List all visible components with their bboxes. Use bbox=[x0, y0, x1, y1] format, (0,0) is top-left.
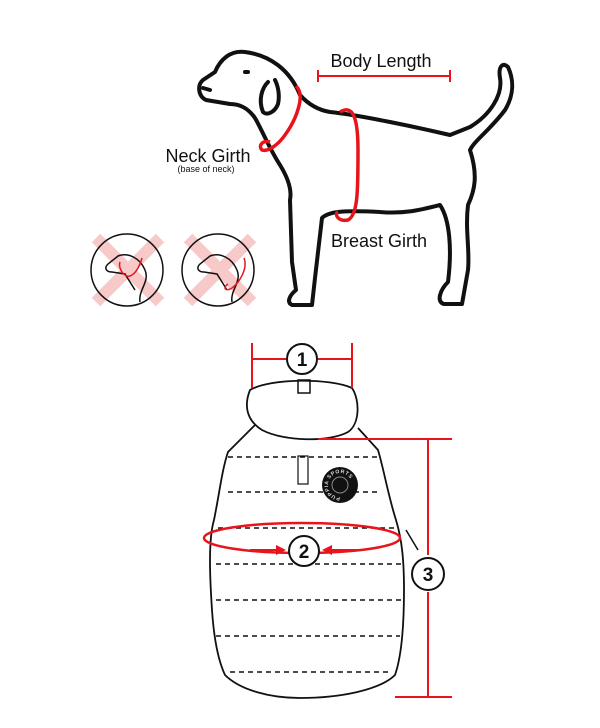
neck-girth-note: (base of neck) bbox=[177, 164, 234, 174]
marker-1: 1 bbox=[286, 343, 318, 375]
wrong-measure-example-1 bbox=[90, 233, 165, 307]
marker-2: 2 bbox=[288, 535, 320, 567]
marker-3: 3 bbox=[411, 557, 445, 591]
svg-text:1: 1 bbox=[297, 350, 308, 371]
breast-girth-measure bbox=[334, 108, 360, 223]
brand-badge-logo: PUPPIA SPORTS bbox=[322, 467, 358, 503]
svg-text:3: 3 bbox=[423, 565, 434, 586]
neck-width-measure bbox=[251, 343, 353, 388]
dog-outline-illustration bbox=[197, 49, 515, 307]
breast-girth-label: Breast Girth bbox=[331, 231, 427, 251]
svg-text:2: 2 bbox=[299, 542, 310, 563]
pointer-line bbox=[405, 529, 419, 551]
neck-girth-measure bbox=[258, 84, 302, 153]
body-length-measure bbox=[317, 70, 451, 82]
neck-girth-label: Neck Girth bbox=[165, 146, 250, 166]
back-length-measure bbox=[318, 438, 452, 698]
wrong-measure-example-2 bbox=[181, 233, 257, 307]
body-length-label: Body Length bbox=[330, 51, 431, 71]
